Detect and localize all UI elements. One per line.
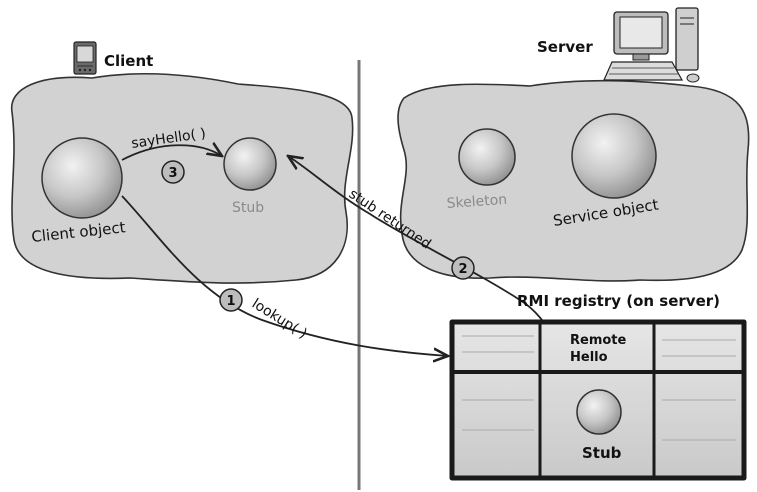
handheld-device-icon [73,41,97,75]
svg-text:1: 1 [226,294,235,309]
registry-stub-sphere [576,389,622,435]
svg-text:2: 2 [458,262,467,277]
registry-entry-name-line1: Remote [570,333,627,348]
skeleton-sphere [458,128,516,186]
skeleton-label: Skeleton [446,192,508,212]
svg-text:3: 3 [168,166,177,181]
step-2-badge: 2 [451,256,475,280]
desktop-computer-icon [603,7,700,83]
registry-entry-name-line2: Hello [570,350,608,365]
say-hello-arrow [121,145,222,161]
rmi-registry-title: RMI registry (on server) [517,292,720,310]
step-3-badge: 3 [161,160,185,184]
client-stub-label: Stub [232,200,264,216]
client-title: Client [104,52,153,70]
step-1-badge: 1 [219,288,243,312]
client-stub-sphere [223,137,277,191]
registry-stub-label: Stub [582,444,622,462]
server-title: Server [537,38,593,56]
lookup-arrow [121,195,448,356]
client-object-sphere [41,137,123,219]
server-cloud [397,79,750,282]
service-object-sphere [571,113,657,199]
